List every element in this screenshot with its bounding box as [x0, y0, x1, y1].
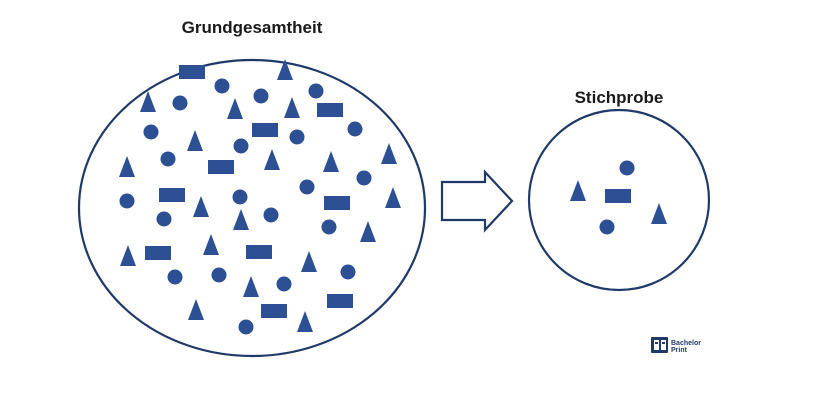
- triangle-shape: [284, 97, 300, 118]
- triangle-shape: [264, 149, 280, 170]
- rectangle-shape: [208, 160, 234, 174]
- triangle-shape: [381, 143, 397, 164]
- circle-shape: [308, 83, 324, 99]
- circle-shape: [156, 211, 172, 227]
- triangle-shape: [188, 299, 204, 320]
- rectangle-shape: [261, 304, 287, 318]
- circle-shape: [289, 129, 305, 145]
- triangle-shape: [187, 130, 203, 151]
- circle-shape: [160, 151, 176, 167]
- rectangle-shape: [179, 65, 205, 79]
- rectangle-shape: [145, 246, 171, 260]
- triangle-shape: [277, 59, 293, 80]
- triangle-shape: [360, 221, 376, 242]
- rectangle-shape: [327, 294, 353, 308]
- triangle-shape: [385, 187, 401, 208]
- population-title: Grundgesamtheit: [182, 18, 323, 37]
- triangle-shape: [140, 91, 156, 112]
- sample-circle: [527, 108, 711, 292]
- book-logo-icon: [651, 337, 668, 353]
- circle-shape: [276, 276, 292, 292]
- triangle-shape: [119, 156, 135, 177]
- circle-shape: [167, 269, 183, 285]
- triangle-shape: [233, 209, 249, 230]
- logo-text-line2: Print: [671, 347, 688, 354]
- triangle-shape: [651, 203, 667, 224]
- circle-shape: [340, 264, 356, 280]
- circle-shape: [119, 193, 135, 209]
- triangle-shape: [193, 196, 209, 217]
- rectangle-shape: [605, 189, 631, 203]
- circle-shape: [143, 124, 159, 140]
- triangle-shape: [323, 151, 339, 172]
- arrow-icon: [440, 169, 514, 233]
- rectangle-shape: [317, 103, 343, 117]
- circle-shape: [599, 219, 615, 235]
- circle-shape: [356, 170, 372, 186]
- triangle-shape: [570, 180, 586, 201]
- rectangle-shape: [324, 196, 350, 210]
- circle-shape: [211, 267, 227, 283]
- circle-shape: [299, 179, 315, 195]
- triangle-shape: [301, 251, 317, 272]
- circle-shape: [233, 138, 249, 154]
- rectangle-shape: [252, 123, 278, 137]
- population-ellipse: [77, 58, 427, 358]
- triangle-shape: [203, 234, 219, 255]
- circle-shape: [347, 121, 363, 137]
- circle-shape: [619, 160, 635, 176]
- circle-shape: [321, 219, 337, 235]
- circle-shape: [253, 88, 269, 104]
- triangle-shape: [243, 276, 259, 297]
- population-shapes: [119, 59, 401, 335]
- triangle-shape: [227, 98, 243, 119]
- circle-shape: [214, 78, 230, 94]
- rectangle-shape: [159, 188, 185, 202]
- circle-shape: [238, 319, 254, 335]
- rectangle-shape: [246, 245, 272, 259]
- logo: Bachelor Print: [651, 337, 701, 354]
- sample-title: Stichprobe: [575, 88, 664, 107]
- circle-shape: [232, 189, 248, 205]
- circle-shape: [263, 207, 279, 223]
- sample-shapes: [570, 160, 667, 235]
- circle-shape: [172, 95, 188, 111]
- triangle-shape: [297, 311, 313, 332]
- logo-text-line1: Bachelor: [671, 340, 701, 347]
- triangle-shape: [120, 245, 136, 266]
